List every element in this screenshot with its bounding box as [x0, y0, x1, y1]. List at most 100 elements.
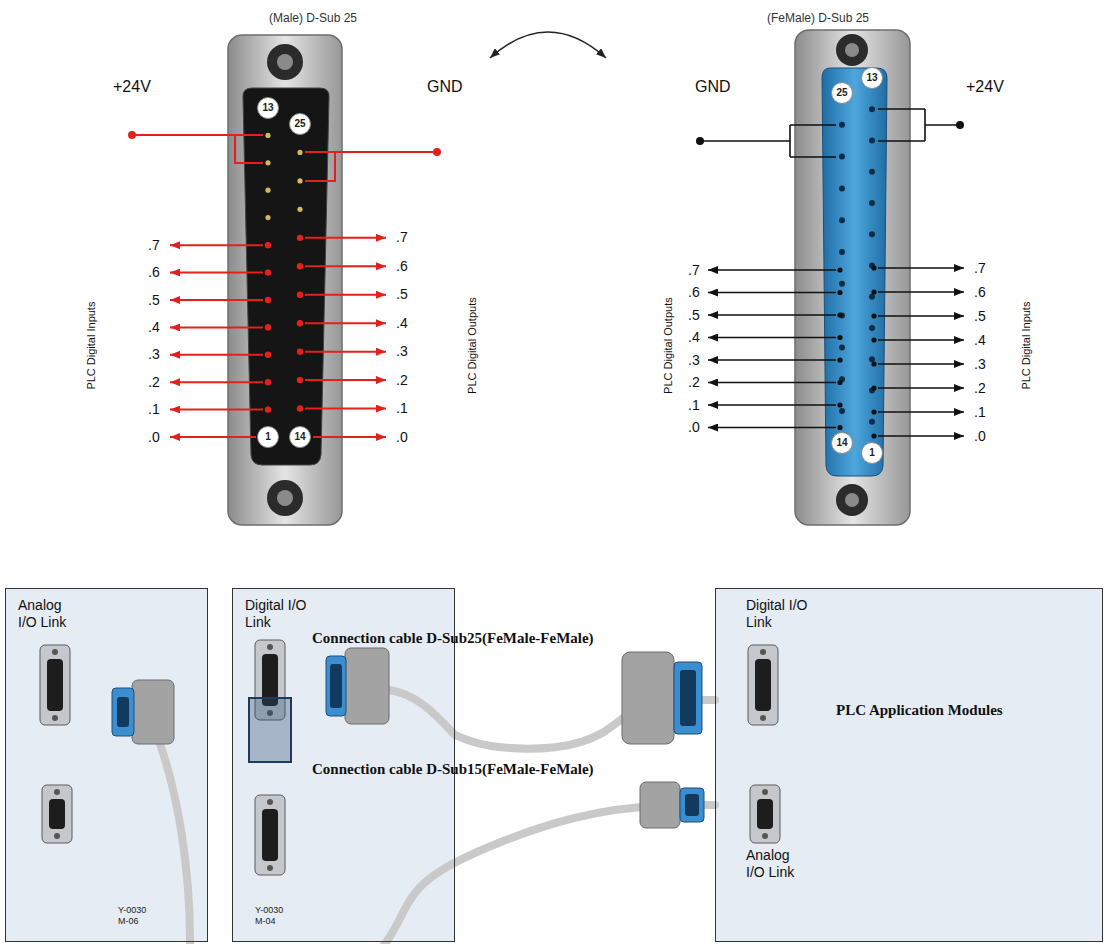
bit-label: .0 [396, 429, 408, 446]
ground-wire [305, 152, 437, 181]
plug-housing [622, 652, 674, 744]
bit-label: .0 [688, 419, 700, 436]
output-arrow [708, 337, 836, 339]
bit-label: .6 [396, 258, 408, 275]
input-arrow [170, 354, 263, 356]
female-socket [869, 106, 875, 112]
dsub-port [255, 795, 285, 875]
label-anchor: .1 [974, 404, 986, 421]
port-group-label: Analog I/O Link [746, 847, 808, 881]
label-anchor: .0 [396, 429, 408, 446]
female-socket [869, 356, 875, 362]
male-connector [228, 35, 342, 525]
bit-label: .4 [688, 329, 700, 346]
label-anchor: .3 [974, 356, 986, 373]
label-anchor: .2 [148, 374, 160, 391]
pin-contact-dot [837, 312, 842, 317]
label-anchor: 1 [861, 442, 883, 464]
label-anchor: .0 [974, 428, 986, 445]
label-anchor: .1 [396, 400, 408, 417]
label-anchor: .3 [148, 346, 160, 363]
label-anchor: .6 [688, 284, 700, 301]
plug-housing [345, 648, 389, 724]
male-pin [297, 207, 302, 212]
male-pin [265, 160, 270, 165]
input-arrow [878, 435, 964, 437]
pin-contact-dot [871, 337, 876, 342]
male-pin [265, 270, 270, 275]
plug-face [680, 788, 704, 822]
label-anchor: .4 [974, 332, 986, 349]
output-arrow [708, 404, 836, 406]
female-socket [869, 419, 875, 425]
connector-title: (Male) D-Sub 25 [269, 11, 357, 25]
power-label: GND [427, 77, 463, 96]
text-anchor: Y-0030 M-04 [255, 905, 291, 927]
label-anchor: 25 [831, 82, 853, 104]
female-socket [839, 408, 845, 414]
cable-label: Connection cable D-Sub25(FeMale-FeMale) [312, 629, 594, 647]
screw [836, 34, 868, 66]
label-anchor: .0 [148, 429, 160, 446]
female-socket [839, 185, 845, 191]
female-socket [869, 138, 875, 144]
bit-label: .0 [974, 428, 986, 445]
label-anchor: .0 [688, 419, 700, 436]
output-arrow [708, 427, 836, 429]
pin-contact-dot [871, 385, 876, 390]
label-anchor: 13 [861, 67, 883, 89]
bit-label: .3 [688, 352, 700, 369]
dsub-port [40, 645, 70, 725]
output-arrow [305, 237, 386, 239]
label-anchor: .6 [974, 284, 986, 301]
plug-housing [132, 680, 174, 744]
label-anchor: .7 [974, 260, 986, 277]
male-pin [265, 215, 270, 220]
input-arrow [170, 409, 263, 411]
power-label: +24V [113, 77, 151, 96]
label-anchor: 14 [289, 426, 311, 448]
male-pin [297, 349, 302, 354]
female-socket [869, 169, 875, 175]
output-arrow [708, 382, 836, 384]
male-pin [297, 178, 302, 183]
label-anchor: 1 [257, 426, 279, 448]
bit-label: .3 [396, 343, 408, 360]
bit-label: .6 [974, 284, 986, 301]
male-pin [265, 407, 270, 412]
input-arrow [170, 326, 263, 328]
male-pin [265, 242, 270, 247]
port-group-label: Digital I/O Link [746, 597, 808, 631]
plug-housing [640, 782, 680, 828]
pin-number: 1 [257, 426, 279, 448]
label-anchor: Connection cable D-Sub25(FeMale-FeMale) [312, 629, 594, 647]
label-anchor: .7 [688, 262, 700, 279]
input-arrow [170, 272, 263, 274]
output-arrow [305, 379, 386, 381]
dsub-port [750, 785, 780, 843]
pin-contact-dot [871, 361, 876, 366]
bit-label: .1 [688, 397, 700, 414]
pin-number: 13 [861, 67, 883, 89]
input-arrow [878, 387, 964, 389]
bit-label: .1 [974, 404, 986, 421]
label-anchor: .5 [148, 292, 160, 309]
output-arrow [708, 359, 836, 361]
screw [836, 484, 868, 516]
label-anchor: +24V [966, 77, 1004, 96]
pin-contact-dot [297, 405, 303, 411]
pin-contact-dot [871, 289, 876, 294]
male-pin [265, 188, 270, 193]
power-label: +24V [966, 77, 1004, 96]
male-pin [297, 321, 302, 326]
connector-shell [228, 35, 342, 525]
pin-contact-dot [297, 320, 303, 326]
bit-label: .5 [148, 292, 160, 309]
output-arrow [708, 314, 836, 316]
label-anchor: .4 [148, 319, 160, 336]
label-anchor: .3 [688, 352, 700, 369]
pin-contact-dot [265, 297, 271, 303]
mating-arrow [490, 32, 606, 58]
